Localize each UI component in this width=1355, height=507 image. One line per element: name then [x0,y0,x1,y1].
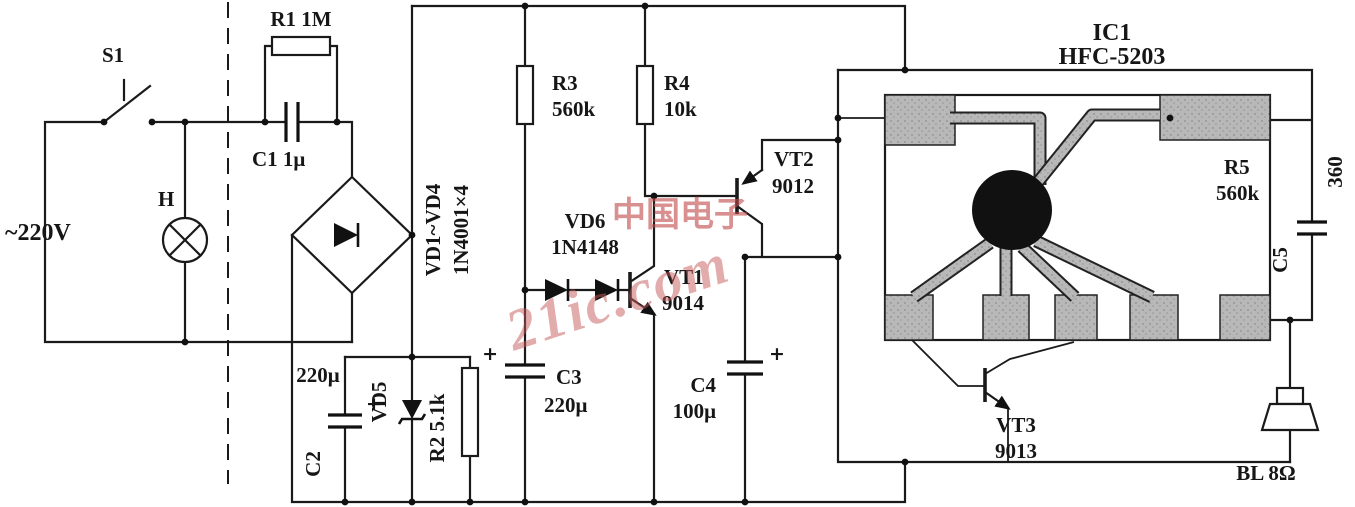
resistor-r1 [270,35,332,57]
bridge-label-line1: VD1~VD4 [421,183,445,276]
ic1-pads [884,94,1271,341]
resistor-r4 [635,64,655,126]
resistor-r2 [460,366,480,458]
r4-label: R4 [664,71,690,95]
r4-value-label: 10k [664,97,697,121]
vd6-label: VD6 [565,209,606,233]
ic1-module [883,93,1272,342]
capacitor-c1 [284,102,300,142]
r3-value-label: 560k [552,97,596,121]
c5-label: C5 [1268,247,1292,273]
c4-value-label: 100μ [673,399,717,423]
capacitor-c3 [505,363,545,379]
r5-value-label: 560k [1216,181,1260,205]
bridge-rectifier [290,175,414,295]
lamp-h-label: H [158,187,174,211]
speaker-bl-label: BL 8Ω [1236,461,1295,485]
vd5-label: VD5 [367,382,391,423]
switch-s1-label: S1 [102,43,124,67]
vt1-label: VT1 [664,265,704,289]
capacitor-c4 [727,360,763,376]
diode-vd6 [545,279,620,301]
vt2-value-label: 9012 [772,174,814,198]
bridge-diode-icon [334,223,358,247]
vt3-value-label: 9013 [995,439,1037,463]
c5-value-label: 360 [1323,156,1347,188]
c3-label: C3 [556,365,582,389]
transistor-vt3 [983,368,1011,410]
ic1-part-label: HFC-5203 [1059,44,1166,70]
ic1-chip-blob [972,170,1052,250]
watermark: 中国电子 21ic.com [497,196,748,363]
c4-polarity-plus: + [769,343,785,365]
bridge-label-line2: 1N4001×4 [449,184,473,275]
diode-vd5 [397,400,427,425]
r3-label: R3 [552,71,578,95]
lamp-h [161,216,209,264]
r1-label: R1 1M [270,7,331,31]
vt3-label: VT3 [996,413,1036,437]
resistor-r3 [515,64,535,126]
c3-polarity-plus: + [482,343,498,365]
speaker-bl [1260,386,1320,432]
transistor-vt1 [628,272,657,316]
r5-label: R5 [1224,155,1250,179]
ic1-label: IC1 [1093,20,1132,46]
watermark-cn-text: 中国电子 [612,196,748,234]
c1-label: C1 1μ [252,147,305,171]
c2-polarity-plus: + [366,393,382,415]
ic1-traces [910,108,1160,303]
capacitor-c5 [1297,220,1327,236]
c2-value-label: 220μ [296,363,340,387]
vd6-value-label: 1N4148 [551,235,619,259]
vt2-label: VT2 [774,147,814,171]
wire-segments [43,4,1314,504]
junction-dots [100,2,1294,506]
c3-value-label: 220μ [544,393,588,417]
c2-label: C2 [301,451,325,477]
r2-label: R2 5.1k [425,393,449,462]
capacitor-c2 [328,413,362,429]
transistor-vt2 [735,168,764,214]
ac-input-label: ~220V [5,220,71,246]
switch-s1 [102,78,152,124]
vt1-value-label: 9014 [662,291,705,315]
c4-label: C4 [690,373,716,397]
